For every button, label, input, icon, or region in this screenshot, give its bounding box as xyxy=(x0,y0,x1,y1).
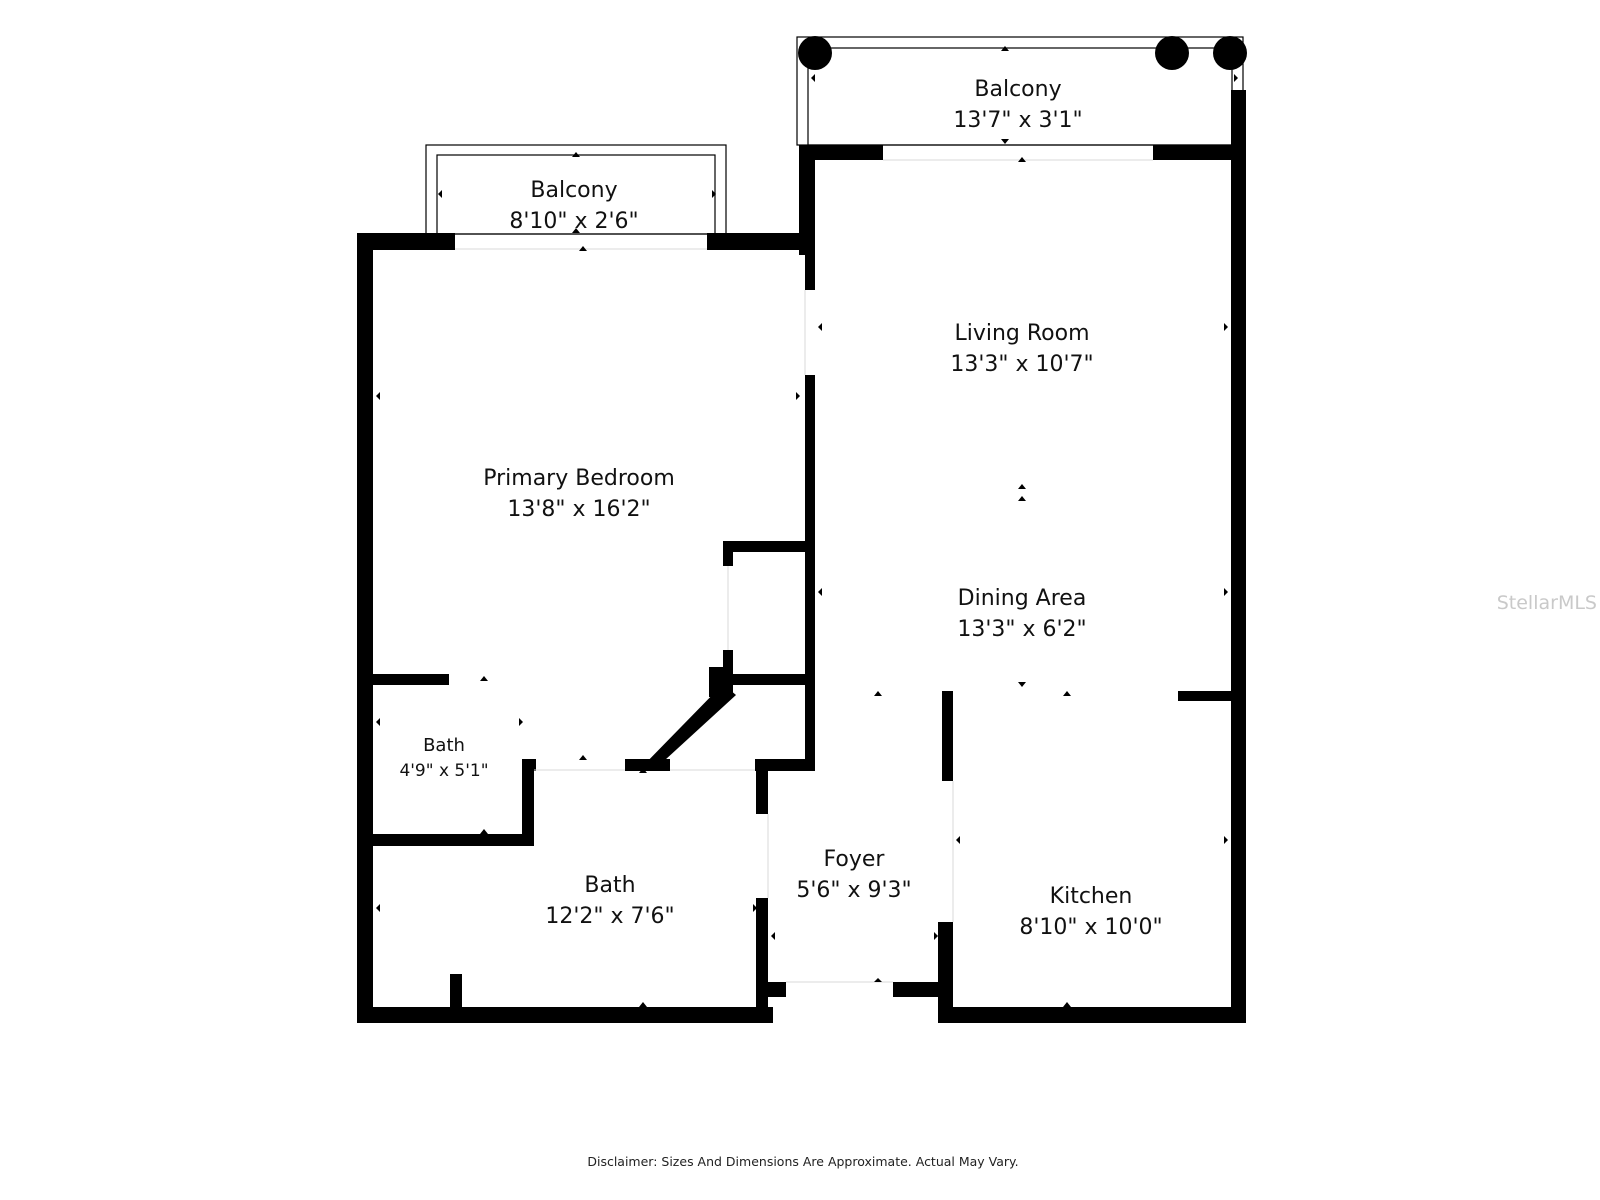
room-dimensions: 8'10" x 10'0" xyxy=(1019,915,1162,940)
watermark: StellarMLS xyxy=(1497,592,1597,614)
room-name: Living Room xyxy=(954,321,1089,346)
room-name: Primary Bedroom xyxy=(483,466,675,491)
room-bath: Bath 12'2" x 7'6" xyxy=(545,873,674,929)
plant-pot-icon xyxy=(1213,36,1247,70)
room-dimensions: 5'6" x 9'3" xyxy=(796,878,911,903)
room-name: Bath xyxy=(584,873,635,898)
room-name: Dining Area xyxy=(958,586,1087,611)
room-name: Bath xyxy=(423,735,465,756)
dimension-markers xyxy=(376,46,1238,1007)
room-balcony-left: Balcony 8'10" x 2'6" xyxy=(509,178,638,234)
room-balcony-right: Balcony 13'7" x 3'1" xyxy=(953,77,1082,133)
room-primary-bedroom: Primary Bedroom 13'8" x 16'2" xyxy=(483,466,675,522)
room-dimensions: 4'9" x 5'1" xyxy=(399,761,488,781)
room-name: Foyer xyxy=(824,847,886,872)
plant-pot-icon xyxy=(798,36,832,70)
room-dimensions: 13'3" x 6'2" xyxy=(957,617,1086,642)
room-dimensions: 13'8" x 16'2" xyxy=(507,497,650,522)
room-dimensions: 13'7" x 3'1" xyxy=(953,108,1082,133)
openings xyxy=(455,159,1153,983)
room-kitchen: Kitchen 8'10" x 10'0" xyxy=(1019,884,1162,940)
room-living-room: Living Room 13'3" x 10'7" xyxy=(950,321,1093,377)
room-dining-area: Dining Area 13'3" x 6'2" xyxy=(957,586,1086,642)
walls xyxy=(357,90,1246,1023)
room-half-bath: Bath 4'9" x 5'1" xyxy=(399,735,488,781)
room-dimensions: 12'2" x 7'6" xyxy=(545,904,674,929)
disclaimer: Disclaimer: Sizes And Dimensions Are App… xyxy=(587,1154,1018,1169)
room-foyer: Foyer 5'6" x 9'3" xyxy=(796,847,911,903)
room-dimensions: 13'3" x 10'7" xyxy=(950,352,1093,377)
room-dimensions: 8'10" x 2'6" xyxy=(509,209,638,234)
balcony-right-railing xyxy=(796,36,1247,146)
room-name: Kitchen xyxy=(1050,884,1133,909)
room-name: Balcony xyxy=(974,77,1061,102)
room-name: Balcony xyxy=(530,178,617,203)
plant-pot-icon xyxy=(1155,36,1189,70)
